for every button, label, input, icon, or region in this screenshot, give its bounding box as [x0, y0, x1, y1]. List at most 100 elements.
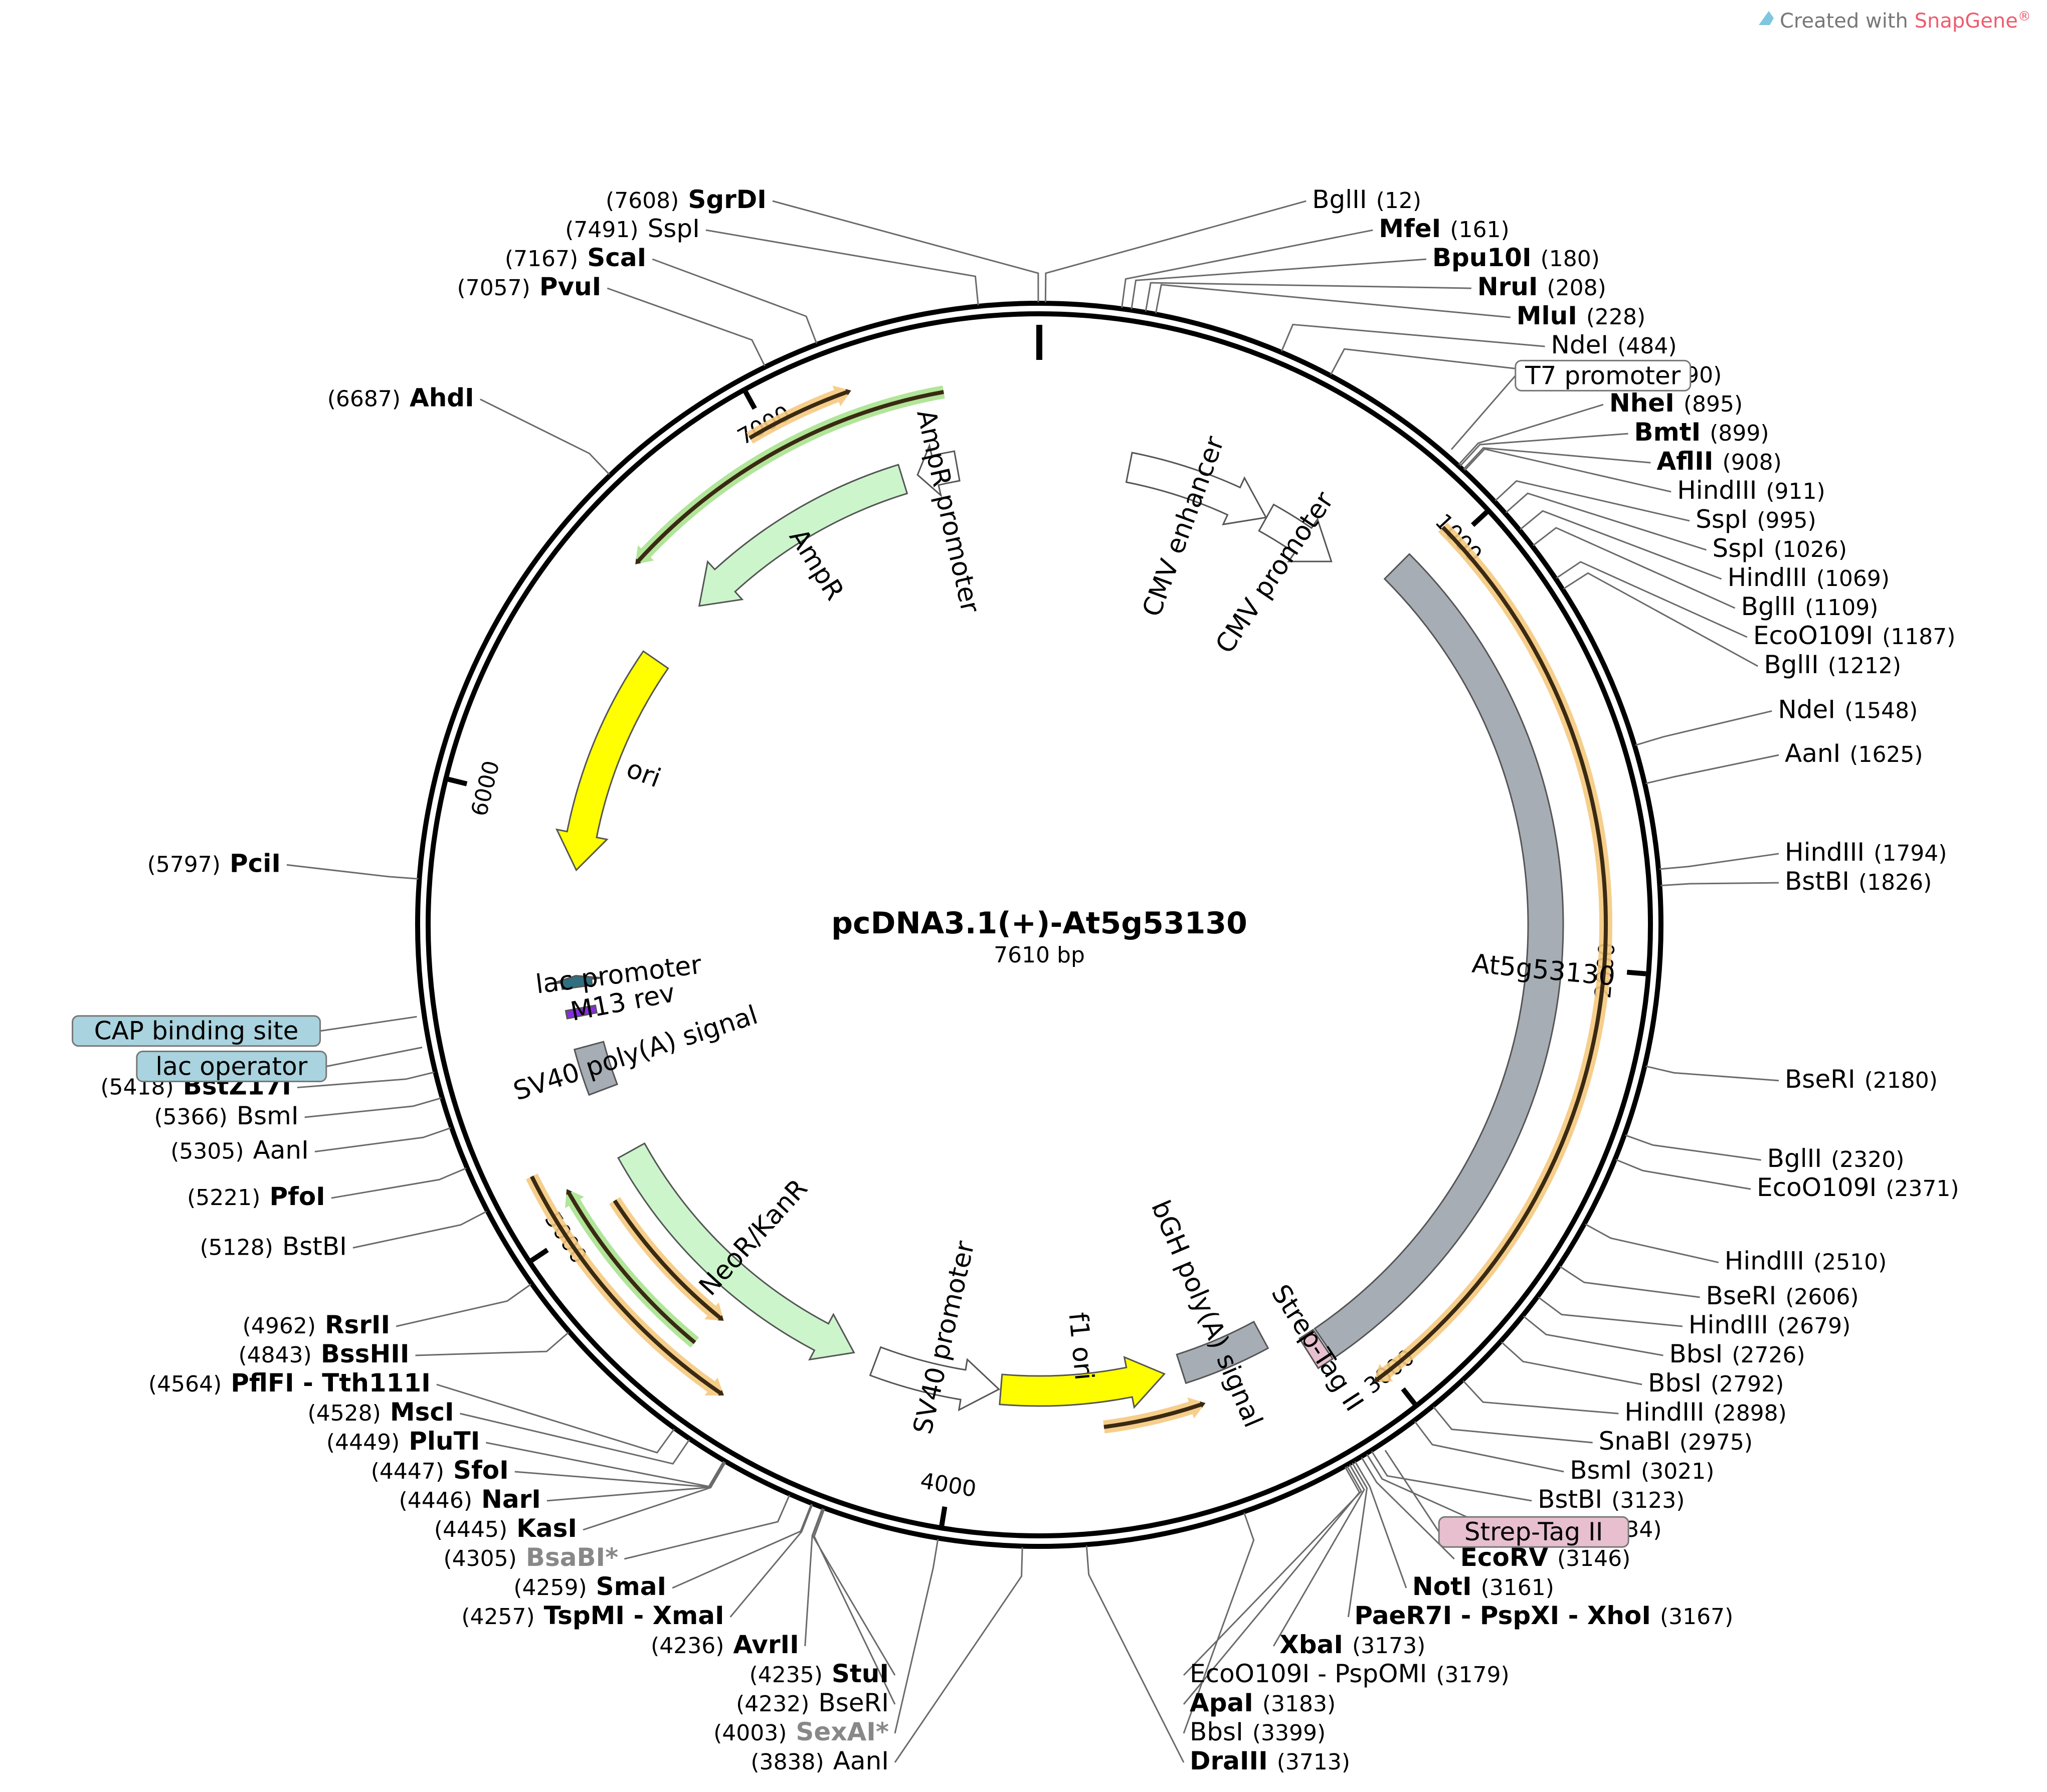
- site-snabi[interactable]: SnaBI(2975): [1599, 1427, 1753, 1456]
- site-leader: [624, 1495, 791, 1560]
- site-pvui[interactable]: (7057)PvuI: [457, 272, 602, 301]
- site-label: (4305)BsaBI*: [444, 1543, 619, 1572]
- site-pluti[interactable]: (4449)PluTI: [326, 1427, 480, 1456]
- site-nari[interactable]: (4446)NarI: [399, 1485, 541, 1514]
- site-sgrdi[interactable]: (7608)SgrDI: [606, 185, 767, 214]
- site-sfoi[interactable]: (4447)SfoI: [371, 1456, 509, 1485]
- site-hindiii[interactable]: HindIII(1794): [1785, 838, 1947, 867]
- site-leader: [1523, 1315, 1663, 1356]
- site-pcii[interactable]: (5797)PciI: [147, 849, 281, 878]
- site-bbsi[interactable]: BbsI(2726): [1669, 1339, 1805, 1368]
- site-xbai[interactable]: XbaI(3173): [1279, 1630, 1425, 1659]
- site-aani[interactable]: (5305)AanI: [170, 1136, 309, 1165]
- site-ndei[interactable]: NdeI(484): [1551, 330, 1677, 359]
- site-leader: [812, 1508, 896, 1676]
- site-leader: [1495, 480, 1690, 522]
- feature-bgh-poly-a-signal[interactable]: bGH poly(A) signal: [1145, 1196, 1269, 1432]
- backbone-outer: [415, 301, 1663, 1549]
- site-leader: [1645, 1065, 1779, 1082]
- site-bstbi[interactable]: BstBI(1826): [1785, 867, 1932, 896]
- site-label: BbsI(2792): [1648, 1368, 1784, 1398]
- site-bbsi[interactable]: BbsI(3399): [1190, 1717, 1326, 1746]
- site-leader: [1585, 1223, 1719, 1264]
- box-label: CAP binding site: [94, 1017, 299, 1046]
- site-sspi[interactable]: SspI(1026): [1712, 534, 1847, 563]
- tick-mark: [1470, 510, 1488, 527]
- feature-sv40-poly-a-signal[interactable]: SV40 poly(A) signal: [510, 1000, 762, 1107]
- site-label: EcoO109I - PspOMI(3179): [1190, 1659, 1510, 1688]
- site-rsrii[interactable]: (4962)RsrII: [243, 1310, 390, 1339]
- feature-at5g53130[interactable]: At5g53130: [1314, 553, 1616, 1359]
- box-cap-binding-site[interactable]: CAP binding site: [72, 1015, 417, 1047]
- site-label: (4257)TspMI - XmaI: [461, 1601, 724, 1630]
- site-aflii[interactable]: AflII(908): [1656, 447, 1781, 476]
- feature-ori[interactable]: ori: [555, 650, 669, 872]
- site-bglii[interactable]: BglII(1212): [1764, 650, 1901, 679]
- site-tspmi-xmai[interactable]: (4257)TspMI - XmaI: [461, 1601, 724, 1630]
- site-bseri[interactable]: BseRI(2606): [1706, 1281, 1859, 1310]
- site-hindiii[interactable]: HindIII(1069): [1728, 563, 1890, 592]
- site-paer7i-pspxi-xhoi[interactable]: PaeR7I - PspXI - XhoI(3167): [1354, 1601, 1733, 1630]
- site-aani[interactable]: AanI(1625): [1785, 739, 1923, 768]
- site-aani[interactable]: (3838)AanI: [751, 1746, 889, 1775]
- site-hindiii[interactable]: HindIII(2510): [1725, 1247, 1887, 1276]
- site-noti[interactable]: NotI(3161): [1412, 1572, 1554, 1601]
- site-label: HindIII(911): [1677, 476, 1825, 505]
- site-ahdi[interactable]: (6687)AhdI: [327, 383, 474, 413]
- site-bmti[interactable]: BmtI(899): [1634, 418, 1769, 447]
- site-ecoo109i[interactable]: EcoO109I(2371): [1757, 1173, 1959, 1202]
- site-pflfi-tth111i[interactable]: (4564)PflFI - Tth111I: [148, 1368, 431, 1398]
- site-ecoo109i[interactable]: EcoO109I(1187): [1753, 621, 1956, 650]
- site-nhei[interactable]: NheI(895): [1609, 388, 1743, 418]
- site-bsmi[interactable]: (5366)BsmI: [154, 1101, 299, 1130]
- site-label: (4232)BseRI: [736, 1688, 889, 1717]
- site-bseri[interactable]: (4232)BseRI: [736, 1688, 889, 1717]
- site-sspi[interactable]: (7491)SspI: [565, 214, 700, 243]
- site-leader: [480, 399, 610, 475]
- site-bglii[interactable]: BglII(2320): [1767, 1144, 1905, 1173]
- site-ndei[interactable]: NdeI(1548): [1778, 695, 1918, 724]
- site-mfei[interactable]: MfeI(161): [1379, 214, 1509, 243]
- site-bsshii[interactable]: (4843)BssHII: [239, 1339, 410, 1368]
- site-leader: [314, 1127, 451, 1153]
- site-smai[interactable]: (4259)SmaI: [513, 1572, 666, 1601]
- site-ecoo109i-pspomi[interactable]: EcoO109I - PspOMI(3179): [1190, 1659, 1510, 1688]
- site-bsabi[interactable]: (4305)BsaBI*: [444, 1543, 619, 1572]
- feature-label: AmpR promoter: [910, 407, 985, 616]
- feature-f1-ori[interactable]: f1 ori: [999, 1311, 1166, 1409]
- site-hindiii[interactable]: HindIII(911): [1677, 476, 1825, 505]
- site-draiii[interactable]: DraIII(3713): [1190, 1746, 1350, 1775]
- feature-sv40-promoter[interactable]: SV40 promoter: [869, 1238, 1001, 1437]
- site-bglii[interactable]: BglII(12): [1312, 185, 1421, 214]
- site-label: BstBI(1826): [1785, 867, 1932, 896]
- site-scai[interactable]: (7167)ScaI: [505, 243, 646, 272]
- site-nrui[interactable]: NruI(208): [1477, 272, 1606, 301]
- site-leader: [1559, 1266, 1700, 1298]
- site-mlui[interactable]: MluI(228): [1517, 301, 1645, 330]
- box-strep-tag-ii[interactable]: Strep-Tag II: [1384, 1450, 1629, 1548]
- site-bstbi[interactable]: (5128)BstBI: [200, 1232, 347, 1261]
- site-bpu10i[interactable]: Bpu10I(180): [1432, 243, 1600, 272]
- site-apai[interactable]: ApaI(3183): [1190, 1688, 1336, 1717]
- site-bglii[interactable]: BglII(1109): [1741, 592, 1879, 621]
- site-label: (4962)RsrII: [243, 1310, 390, 1339]
- site-bstbi[interactable]: BstBI(3123): [1538, 1485, 1685, 1514]
- box-t7-promoter[interactable]: T7 promoter: [1450, 359, 1692, 450]
- site-kasi[interactable]: (4445)KasI: [434, 1514, 577, 1543]
- feature-ampr-promoter[interactable]: AmpR promoter: [910, 407, 985, 616]
- site-bseri[interactable]: BseRI(2180): [1785, 1065, 1938, 1094]
- site-sspi[interactable]: SspI(995): [1696, 505, 1816, 534]
- tick-label: 4000: [918, 1468, 978, 1502]
- site-hindiii[interactable]: HindIII(2679): [1689, 1310, 1850, 1339]
- site-avrii[interactable]: (4236)AvrII: [651, 1630, 799, 1659]
- site-label: (4445)KasI: [434, 1514, 577, 1543]
- site-bsmi[interactable]: BsmI(3021): [1570, 1456, 1714, 1485]
- site-label: (7491)SspI: [565, 214, 700, 243]
- box-lac-operator[interactable]: lac operator: [136, 1047, 423, 1083]
- site-bbsi[interactable]: BbsI(2792): [1648, 1368, 1784, 1398]
- site-pfoi[interactable]: (5221)PfoI: [187, 1182, 325, 1211]
- site-msci[interactable]: (4528)MscI: [308, 1398, 454, 1427]
- site-sexai[interactable]: (4003)SexAI*: [713, 1717, 889, 1746]
- site-stui[interactable]: (4235)StuI: [750, 1659, 889, 1688]
- site-hindiii[interactable]: HindIII(2898): [1624, 1398, 1786, 1427]
